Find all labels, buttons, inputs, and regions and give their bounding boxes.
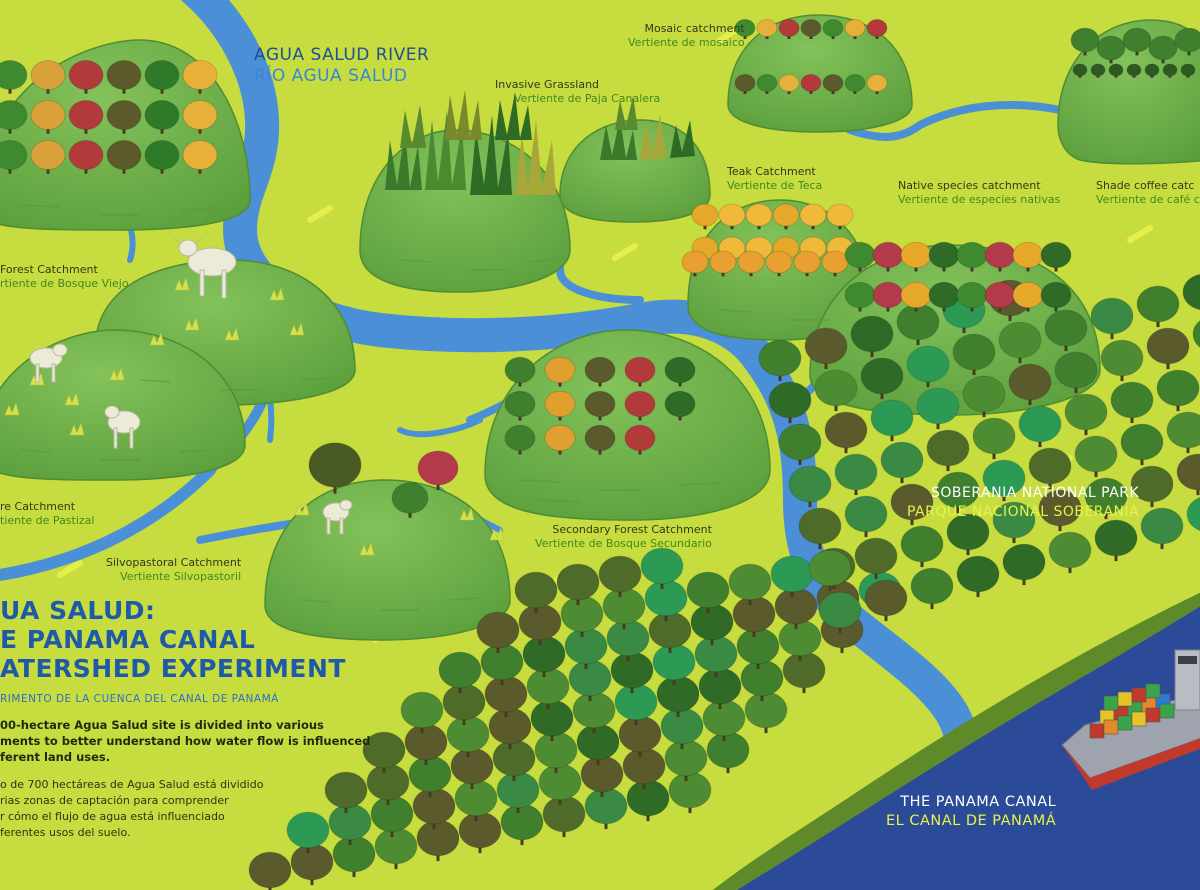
label-shade-coffee: Shade coffee catc Vertiente de café c [1096, 179, 1200, 206]
catchment-trees [0, 19, 1200, 518]
grass-tufts [385, 90, 695, 195]
cow-3 [104, 405, 141, 449]
subtitle: RIMENTO DE LA CUENCA DEL CANAL DE PANAMÁ [0, 693, 279, 705]
title-block: UA SALUD: E PANAMA CANAL ATERSHED EXPERI… [0, 596, 371, 841]
cow-4 [322, 499, 353, 535]
secondary-forest-trees [248, 273, 1200, 890]
canal-water [736, 606, 1200, 890]
title-line-3: ATERSHED EXPERIMENT [0, 654, 346, 683]
park-label: SOBERANIA NATIONAL PARK PARQUE NACIONAL … [907, 485, 1140, 520]
label-mosaic-catchment: Mosaic catchment Vertiente de mosaico [628, 22, 745, 49]
title-line-2: E PANAMA CANAL [0, 625, 256, 654]
description-en: 00-hectare Agua Salud site is divided in… [0, 718, 371, 764]
canal-label: THE PANAMA CANAL EL CANAL DE PANAMÁ [886, 794, 1057, 829]
river-label: AGUA SALUD RIVER RÍO AGUA SALUD [254, 45, 430, 86]
label-pasture: re Catchment tiente de Pastizal [0, 500, 95, 527]
title-line-1: UA SALUD: [0, 596, 156, 625]
description-es: o de 700 hectáreas de Agua Salud está di… [0, 778, 264, 839]
canal-bank [712, 592, 1200, 890]
cows [29, 237, 353, 535]
label-secondary-forest: Secondary Forest Catchment Vertiente de … [535, 523, 712, 550]
label-invasive-grassland: Invasive Grassland Vertiente de Paja Can… [495, 78, 661, 105]
label-native-species: Native species catchment Vertiente de es… [898, 179, 1061, 206]
label-silvopastoral: Silvopastoral Catchment Vertiente Silvop… [106, 556, 242, 583]
pasture-grass [4, 277, 505, 556]
label-old-forest: Forest Catchment rtiente de Bosque Viejo [0, 263, 129, 290]
hill-silvopastoral [264, 479, 511, 641]
container-ship [1061, 649, 1200, 790]
cow-1 [173, 237, 237, 299]
cow-2 [29, 343, 68, 383]
label-teak-catchment: Teak Catchment Vertiente de Teca [727, 165, 823, 192]
